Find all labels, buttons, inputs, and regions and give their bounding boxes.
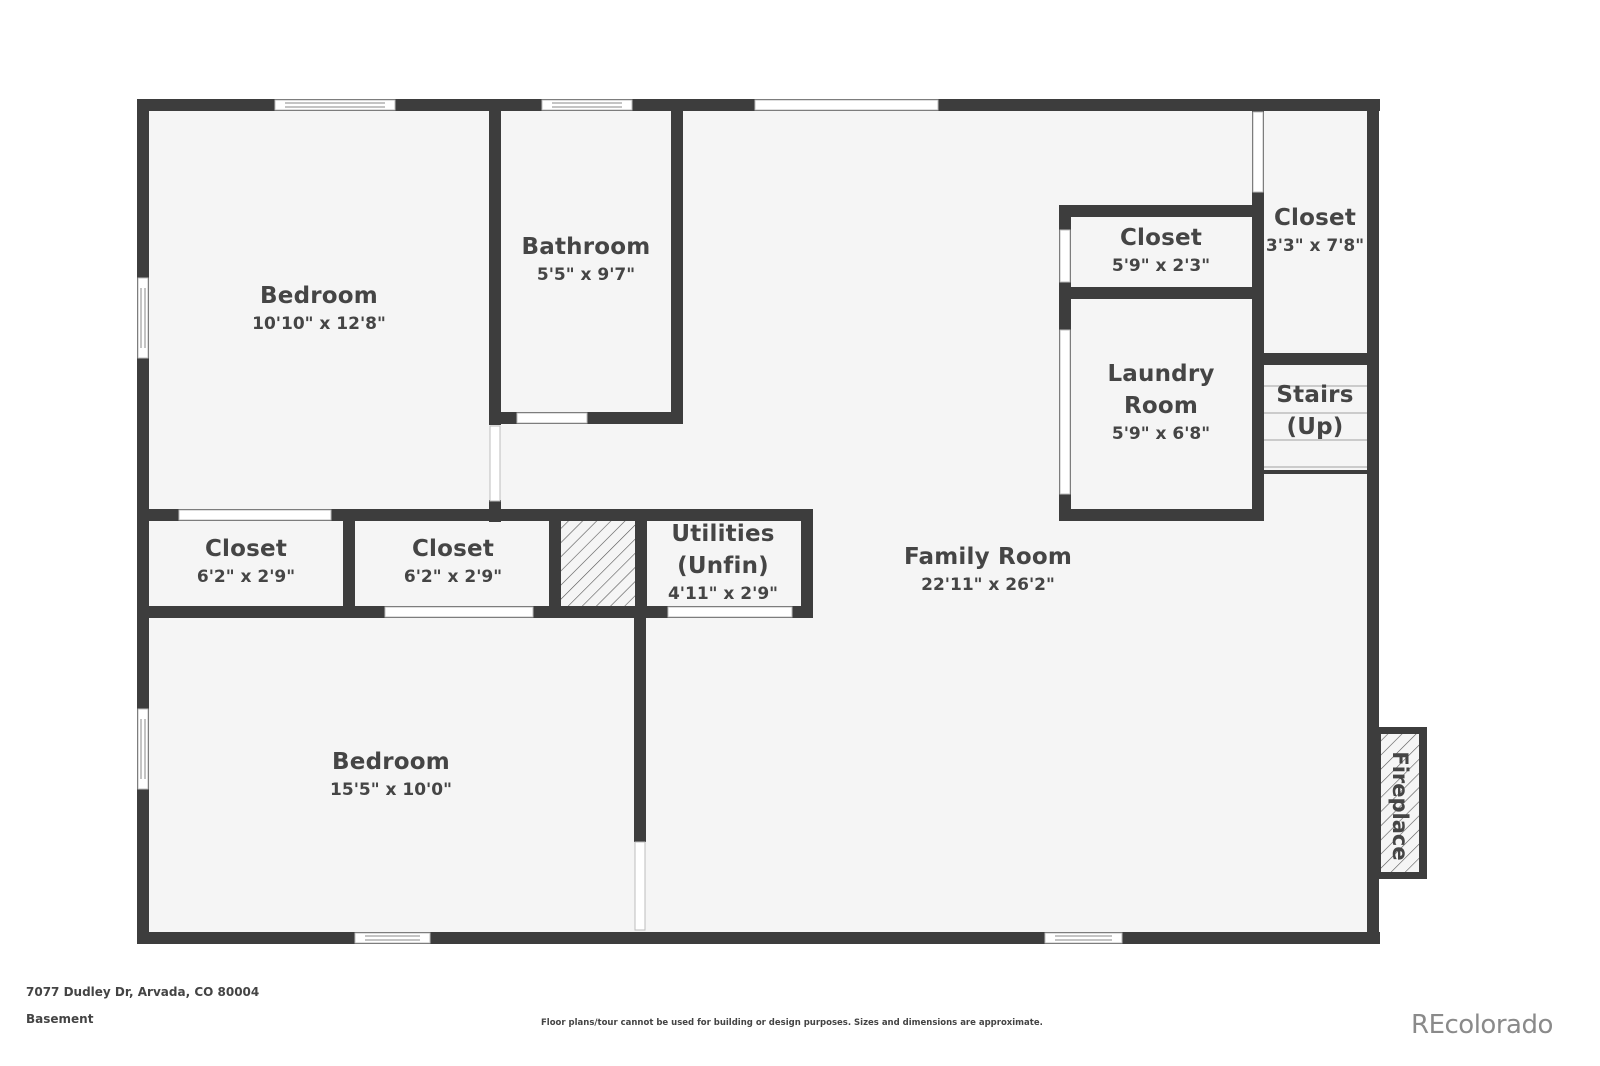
room-name: Bathroom xyxy=(521,234,651,260)
room-closet-1: Closet 6'2" x 2'9" xyxy=(197,533,295,589)
room-name: Family Room xyxy=(903,544,1073,570)
room-name-line2: (Up) xyxy=(1286,414,1344,440)
room-dimensions: 22'11" x 26'2" xyxy=(921,575,1055,595)
room-name-line1: Stairs xyxy=(1276,382,1354,408)
room-closet-2: Closet 6'2" x 2'9" xyxy=(404,533,502,589)
room-bedroom-1: Bedroom 10'10" x 12'8" xyxy=(252,280,386,336)
room-dimensions: 15'5" x 10'0" xyxy=(330,780,452,800)
room-utilities: Utilities (Unfin) 4'11" x 2'9" xyxy=(668,518,778,606)
room-name-line1: Laundry xyxy=(1107,361,1215,387)
room-name: Closet xyxy=(204,536,288,562)
room-name: Bedroom xyxy=(332,749,450,775)
room-fireplace: Fireplace xyxy=(1388,751,1412,861)
room-laundry: Laundry Room 5'9" x 6'8" xyxy=(1107,358,1214,446)
disclaimer: Floor plans/tour cannot be used for buil… xyxy=(541,1018,1043,1028)
hatched-chase xyxy=(561,520,635,607)
room-dimensions: 6'2" x 2'9" xyxy=(196,567,296,587)
room-name: Bedroom xyxy=(260,283,378,309)
room-dimensions: 4'11" x 2'9" xyxy=(667,584,779,604)
room-name: Closet xyxy=(1119,225,1203,251)
room-name-line2: Room xyxy=(1123,393,1199,419)
room-dimensions: 10'10" x 12'8" xyxy=(252,314,386,334)
room-name-line2: (Unfin) xyxy=(677,553,769,579)
openings xyxy=(137,99,1264,944)
room-dimensions: 5'9" x 2'3" xyxy=(1111,256,1211,276)
window-lines xyxy=(140,102,1112,941)
room-family-room: Family Room 22'11" x 26'2" xyxy=(904,541,1072,597)
room-closet-corner: Closet 3'3" x 7'8" xyxy=(1266,202,1364,258)
room-dimensions: 3'3" x 7'8" xyxy=(1265,236,1365,256)
walls xyxy=(137,99,1380,944)
room-dimensions: 5'5" x 9'7" xyxy=(536,265,636,285)
room-name: Closet xyxy=(1273,205,1357,231)
room-dimensions: 5'9" x 6'8" xyxy=(1111,424,1211,444)
room-bathroom: Bathroom 5'5" x 9'7" xyxy=(522,231,651,287)
room-name: Closet xyxy=(411,536,495,562)
room-stairs: Stairs (Up) xyxy=(1276,379,1353,443)
stair-treads xyxy=(1264,385,1367,468)
room-bedroom-2: Bedroom 15'5" x 10'0" xyxy=(330,746,452,802)
floor-level: Basement xyxy=(26,1012,94,1026)
room-name-line1: Utilities xyxy=(671,521,775,547)
brand-logo: REcolorado xyxy=(1411,1010,1553,1040)
room-closet-laundry: Closet 5'9" x 2'3" xyxy=(1112,222,1210,278)
room-dimensions: 6'2" x 2'9" xyxy=(403,567,503,587)
property-address: 7077 Dudley Dr, Arvada, CO 80004 xyxy=(26,985,260,999)
